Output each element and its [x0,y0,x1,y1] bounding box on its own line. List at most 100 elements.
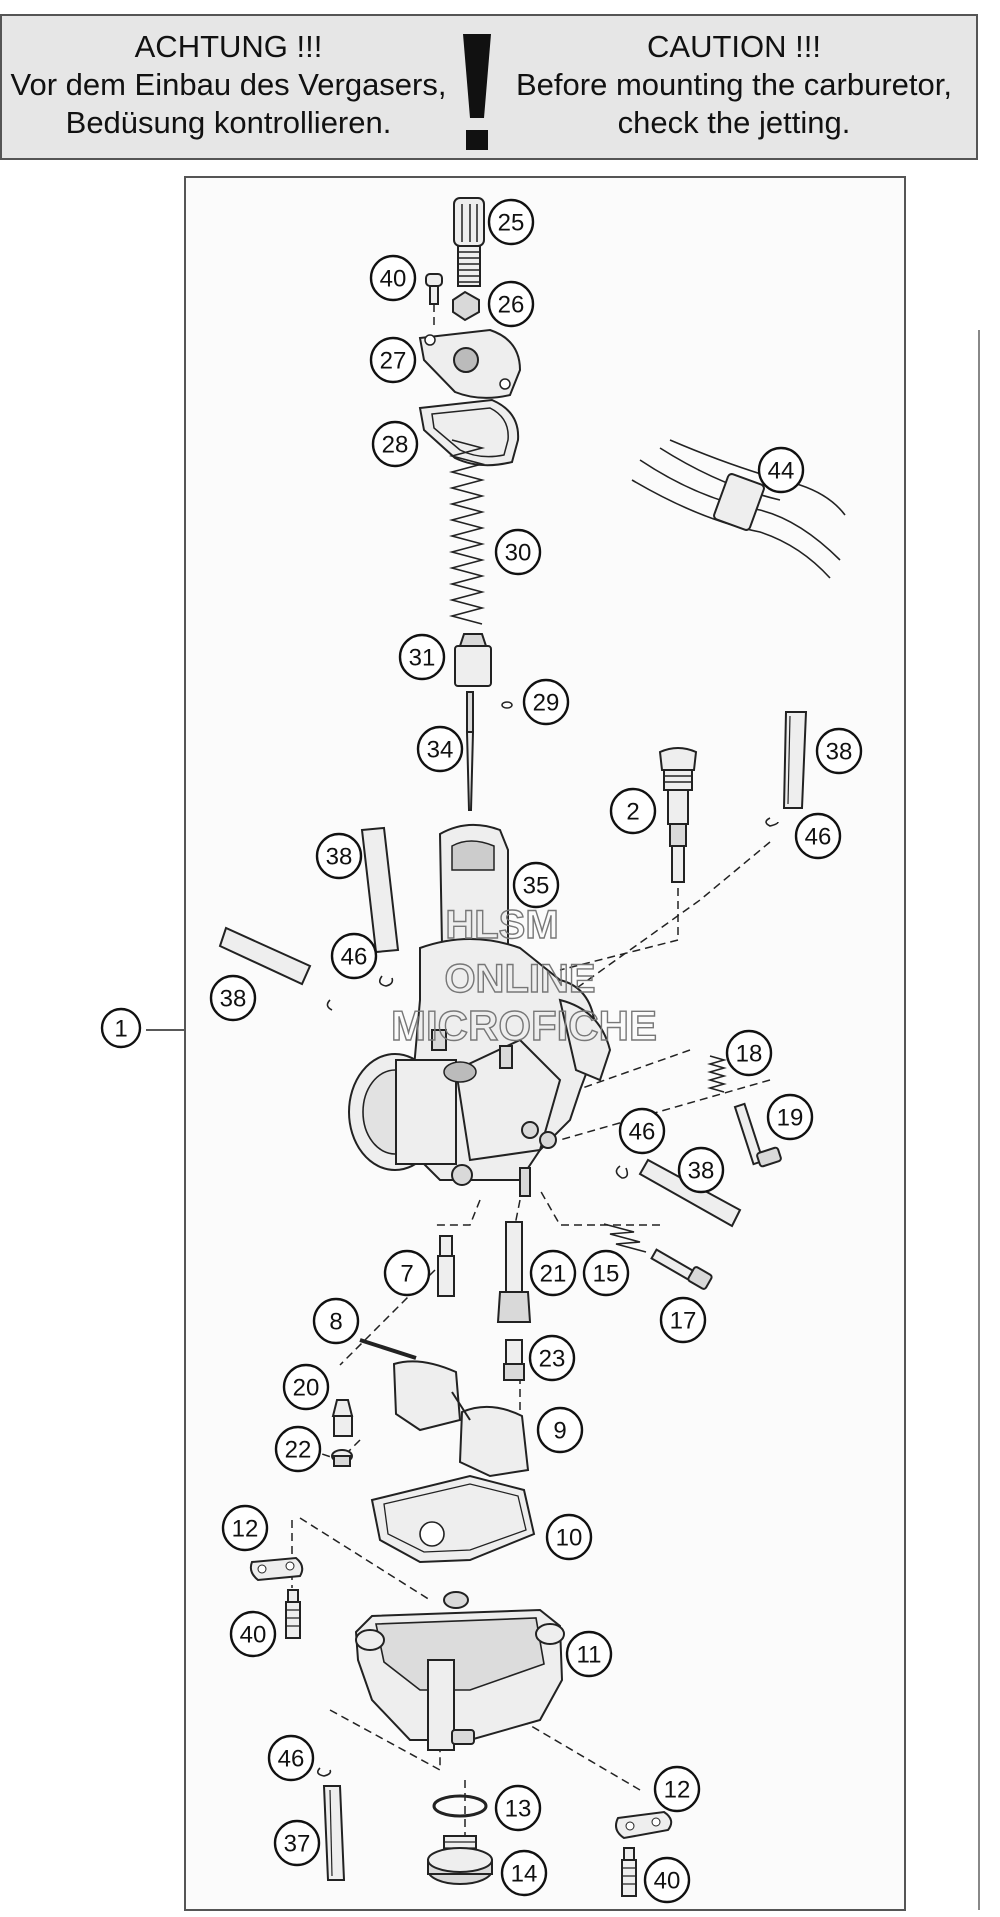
callout-8: 8 [312,1297,360,1345]
callout-30: 30 [494,528,542,576]
callout-28: 28 [371,420,419,468]
idle-spring [707,1055,727,1093]
float [392,1360,530,1478]
bowl-screw-right [621,1847,637,1897]
svg-text:20: 20 [293,1375,320,1402]
svg-text:38: 38 [326,844,353,871]
callout-46-bottom: 46 [267,1734,315,1782]
callout-20: 20 [282,1363,330,1411]
caution-banner: ACHTUNG !!! Vor dem Einbau des Vergasers… [0,14,978,160]
callout-46-top-right: 46 [794,812,842,860]
callout-40-top: 40 [369,254,417,302]
watermark-line1: HLSM [445,903,558,947]
callout-14: 14 [500,1849,548,1897]
svg-text:44: 44 [768,458,795,485]
vent-hose-left-upper [360,826,400,954]
svg-text:40: 40 [380,266,407,293]
german-warning-line2: Bedüsung kontrollieren. [65,105,392,140]
needle-clip [501,701,513,709]
svg-text:10: 10 [556,1525,583,1552]
callout-2: 2 [609,787,657,835]
main-jet [503,1339,525,1381]
watermark-line3: MICROFICHE [391,1002,657,1049]
english-warning-line2: check the jetting. [617,105,851,140]
callout-7: 7 [383,1249,431,1297]
overflow-hose [322,1785,346,1881]
svg-text:35: 35 [523,873,550,900]
svg-text:8: 8 [329,1309,342,1336]
svg-text:11: 11 [577,1642,602,1669]
svg-text:12: 12 [232,1516,259,1543]
callout-23: 23 [528,1334,576,1382]
callout-26: 26 [487,280,535,328]
callout-44: 44 [757,446,805,494]
adjusting-screw [453,197,485,287]
nut [452,290,480,322]
callout-1: 1 [100,1007,142,1049]
callout-19: 19 [766,1093,814,1141]
idle-screw [733,1102,782,1168]
callout-12-right: 12 [653,1765,701,1813]
svg-text:27: 27 [380,348,407,375]
svg-text:7: 7 [400,1261,413,1288]
callout-17: 17 [659,1296,707,1344]
german-warning-line1: Vor dem Einbau des Vergasers, [10,67,447,102]
callout-25: 25 [487,198,535,246]
throttle-slide [438,823,509,947]
callout-29: 29 [522,678,570,726]
svg-text:38: 38 [220,986,247,1013]
callout-11: 11 [565,1630,613,1678]
idle-jet [437,1235,455,1297]
float-bowl-gasket [370,1474,536,1564]
english-warning-line1: Before mounting the carburetor, [516,67,952,102]
callout-46-left: 46 [330,932,378,980]
watermark: HLSM ONLINE MICROFICHE [390,902,657,1049]
svg-text:46: 46 [629,1119,656,1146]
svg-text:13: 13 [505,1796,532,1823]
mixture-screw [650,1248,713,1290]
mixture-spring [603,1223,647,1253]
carburetor-cover [418,328,522,399]
svg-text:17: 17 [670,1308,697,1335]
jet-needle [465,691,475,811]
svg-text:22: 22 [285,1437,312,1464]
german-warning-heading: ACHTUNG !!! [134,29,323,64]
callout-12-left: 12 [221,1504,269,1552]
callout-13: 13 [494,1784,542,1832]
throttle-spring [448,439,486,625]
svg-text:31: 31 [409,645,436,672]
english-warning-heading: CAUTION !!! [647,29,821,64]
callout-37: 37 [273,1819,321,1867]
svg-text:37: 37 [284,1831,311,1858]
callout-40-right: 40 [643,1856,691,1904]
callout-38-right-lower: 38 [677,1146,725,1194]
o-ring [432,1794,488,1818]
svg-text:38: 38 [826,739,853,766]
valve-seat [331,1449,353,1467]
svg-text:46: 46 [278,1746,305,1773]
callout-15: 15 [582,1249,630,1297]
vent-hose-left [218,926,312,986]
bracket-right [615,1810,673,1840]
vent-hose-right-lower [638,1158,742,1228]
svg-text:19: 19 [777,1105,804,1132]
callout-34: 34 [416,725,464,773]
svg-text:14: 14 [511,1861,538,1888]
carburetor-body [348,938,612,1197]
english-warning: CAUTION !!! Before mounting the carburet… [500,28,968,142]
choke-plunger [658,747,698,883]
callout-21: 21 [529,1249,577,1297]
hose-clips [316,817,779,1777]
svg-text:18: 18 [736,1041,763,1068]
bowl-screw-left [285,1589,301,1639]
watermark-line2: ONLINE [444,957,595,1001]
svg-text:25: 25 [498,210,525,237]
svg-text:40: 40 [240,1622,267,1649]
callout-38-top-right: 38 [815,727,863,775]
svg-text:26: 26 [498,292,525,319]
svg-text:29: 29 [533,690,560,717]
svg-text:34: 34 [427,737,454,764]
svg-text:38: 38 [688,1158,715,1185]
small-screw-top [425,273,443,325]
